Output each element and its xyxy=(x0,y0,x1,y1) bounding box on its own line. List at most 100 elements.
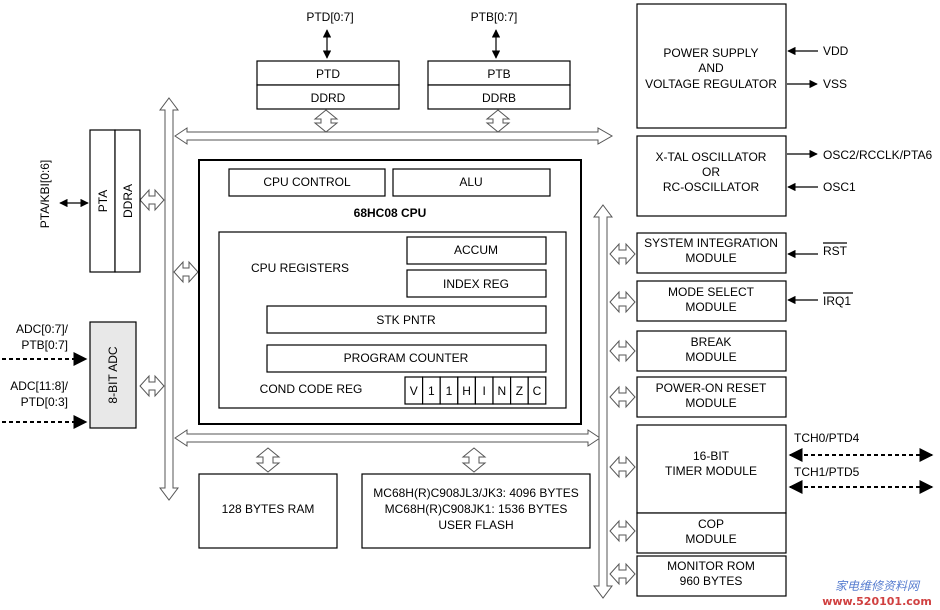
adc-in1-line2: PTB[0:7] xyxy=(21,338,68,352)
ptd-label: PTD xyxy=(316,67,340,81)
ddrd-label: DDRD xyxy=(311,91,346,105)
cop-line1: COP xyxy=(698,517,724,531)
timer-line1: 16-BIT xyxy=(693,449,730,463)
cop-line2: MODULE xyxy=(685,532,736,546)
ddrd-register xyxy=(256,84,400,110)
flash-bus-arrow xyxy=(461,447,487,473)
ptd-pins-label: PTD[0:7] xyxy=(306,10,353,24)
oscillator-block xyxy=(636,135,787,217)
sim-line1: SYSTEM INTEGRATION xyxy=(644,236,778,250)
ptb-register xyxy=(427,60,571,86)
ccr-bit-label: N xyxy=(497,384,506,398)
program-counter-box xyxy=(266,344,547,373)
power-line2: AND xyxy=(698,61,724,75)
program-counter-label: PROGRAM COUNTER xyxy=(344,351,469,365)
ddrb-bus-arrow xyxy=(485,109,511,133)
sim-block xyxy=(636,232,787,274)
ccr-bit-cell xyxy=(527,376,547,405)
stk-pntr-label: STK PNTR xyxy=(376,313,436,327)
mode-select-block xyxy=(636,280,787,322)
osc-line2: OR xyxy=(702,165,720,179)
adc-bus-arrow xyxy=(139,374,165,398)
ddrd-bus-arrow xyxy=(313,109,339,133)
ddra-label: DDRA xyxy=(121,184,135,218)
index-reg-box xyxy=(406,269,547,298)
osc2-label: OSC2/RCCLK/PTA6 xyxy=(823,148,932,162)
index-reg-label: INDEX REG xyxy=(443,277,509,291)
adc-label: 8-BIT ADC xyxy=(106,346,120,403)
power-line3: VOLTAGE REGULATOR xyxy=(645,77,777,91)
cpu-title: 68HC08 CPU xyxy=(354,206,427,220)
pta-pins-label: PTA/KBI[0:6] xyxy=(38,160,52,228)
ddrb-label: DDRB xyxy=(482,91,516,105)
ram-label: 128 BYTES RAM xyxy=(222,502,315,516)
tch1-label: TCH1/PTD5 xyxy=(794,465,860,479)
cpu-registers-label: CPU REGISTERS xyxy=(251,261,349,275)
watermark-cn: 家电维修资料网 xyxy=(835,579,921,593)
ptb-pins-label: PTB[0:7] xyxy=(471,10,518,24)
ccr-bit-label: Z xyxy=(516,384,523,398)
stk-pntr-box xyxy=(266,305,547,334)
flash-block xyxy=(361,473,591,549)
break-line1: BREAK xyxy=(691,335,732,349)
right-bus xyxy=(593,204,613,599)
flash-line3: USER FLASH xyxy=(438,518,513,532)
ccr-bit-label: I xyxy=(483,384,486,398)
pta-label: PTA xyxy=(96,190,110,212)
monitor-rom-block xyxy=(636,555,787,597)
timer-line2: TIMER MODULE xyxy=(665,464,757,478)
ccr-label: COND CODE REG xyxy=(260,382,363,396)
bottom-bus xyxy=(174,429,601,447)
vdd-label: VDD xyxy=(823,44,849,58)
cpu-control-label: CPU CONTROL xyxy=(263,175,351,189)
accum-box xyxy=(406,236,547,265)
ptb-label: PTB xyxy=(487,67,510,81)
ccr-bit-label: V xyxy=(410,384,418,398)
ccr-bit-label: 1 xyxy=(446,384,453,398)
adc-in2-line2: PTD[0:3] xyxy=(21,395,68,409)
power-supply-block xyxy=(636,3,787,129)
cop-block xyxy=(636,512,787,554)
irq1-label: IRQ1 xyxy=(823,294,851,308)
por-line1: POWER-ON RESET xyxy=(656,381,767,395)
rst-label: RST xyxy=(823,244,848,258)
flash-line2: MC68H(R)C908JK1: 1536 BYTES xyxy=(385,502,568,516)
module-bus-arrows xyxy=(609,242,636,586)
ccr-bit-label: 1 xyxy=(428,384,435,398)
cpu-left-arrow xyxy=(173,260,199,284)
flash-line1: MC68H(R)C908JL3/JK3: 4096 BYTES xyxy=(373,486,578,500)
mode-line1: MODE SELECT xyxy=(668,285,755,299)
osc1-label: OSC1 xyxy=(823,180,856,194)
monitor-line2: 960 BYTES xyxy=(680,574,743,588)
top-bus xyxy=(174,127,614,145)
mode-line2: MODULE xyxy=(685,300,736,314)
alu-box xyxy=(392,168,551,197)
pta-bus-arrow xyxy=(139,188,165,212)
ccr-bit-label: H xyxy=(462,384,471,398)
ccr-bit-label: C xyxy=(533,384,542,398)
break-block xyxy=(636,330,787,372)
break-line2: MODULE xyxy=(685,350,736,364)
monitor-line1: MONITOR ROM xyxy=(667,559,755,573)
cpu-control-box xyxy=(228,168,386,197)
osc-line3: RC-OSCILLATOR xyxy=(663,180,760,194)
sim-line2: MODULE xyxy=(685,251,736,265)
ram-block xyxy=(198,473,338,549)
watermark-url: www.520101.com xyxy=(822,595,932,608)
adc-in2-line1: ADC[11:8]/ xyxy=(10,379,68,393)
left-bus xyxy=(159,97,179,501)
por-block xyxy=(636,376,787,418)
vss-label: VSS xyxy=(823,77,847,91)
por-line2: MODULE xyxy=(685,396,736,410)
adc-in1-line1: ADC[0:7]/ xyxy=(16,322,69,336)
adc-module xyxy=(89,321,137,429)
accum-label: ACCUM xyxy=(454,243,498,257)
ram-bus-arrow xyxy=(255,447,281,473)
ddra-register xyxy=(114,129,141,273)
osc-line1: X-TAL OSCILLATOR xyxy=(656,150,767,164)
ddrb-register xyxy=(427,84,571,110)
alu-label: ALU xyxy=(459,175,482,189)
power-line1: POWER SUPPLY xyxy=(663,46,758,60)
